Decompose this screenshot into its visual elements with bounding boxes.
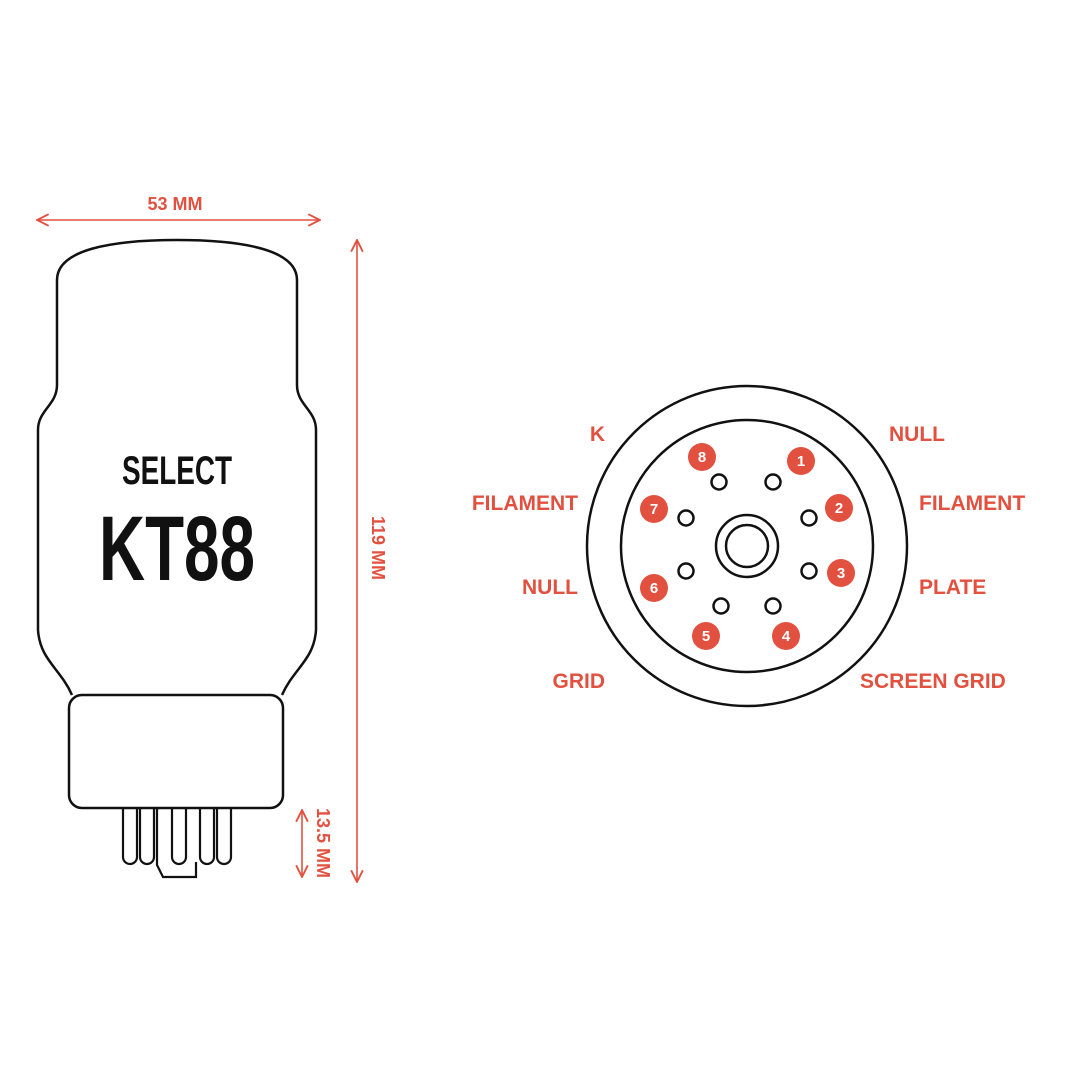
pin-hole-6 xyxy=(677,562,695,580)
pin-label-4: SCREEN GRID xyxy=(860,670,1006,693)
pin-label-3: PLATE xyxy=(919,576,986,599)
height-dimension-label: 119 MM xyxy=(368,516,388,580)
pin-label-8: K xyxy=(590,423,605,446)
tube-illustration xyxy=(36,238,318,879)
tube-model: KT88 xyxy=(99,498,255,600)
pin-badge-6: 6 xyxy=(640,574,668,602)
svg-text:1: 1 xyxy=(797,453,805,470)
svg-text:4: 4 xyxy=(782,628,791,645)
svg-text:8: 8 xyxy=(698,449,706,466)
pin-label-5: GRID xyxy=(553,670,606,693)
pin-badges: 1 2 3 4 5 6 7 8 xyxy=(640,443,855,650)
pin-hole-3 xyxy=(800,562,818,580)
svg-text:2: 2 xyxy=(835,500,843,517)
pin-badge-4: 4 xyxy=(772,622,800,650)
pin-badge-1: 1 xyxy=(787,447,815,475)
pin-label-6: NULL xyxy=(522,576,578,599)
pin-length-dimension-label: 13.5 MM xyxy=(313,808,333,878)
socket-outer-ring xyxy=(585,384,909,708)
pin-badge-7: 7 xyxy=(640,495,668,523)
pin-hole-7 xyxy=(677,509,695,527)
pin-hole-1 xyxy=(764,473,782,491)
pin-label-7: FILAMENT xyxy=(472,492,578,515)
tube-glass-envelope xyxy=(36,238,318,696)
pin-label-1: NULL xyxy=(889,423,945,446)
pin-badge-2: 2 xyxy=(825,494,853,522)
width-dimension-label: 53 MM xyxy=(147,194,202,214)
pin-badge-8: 8 xyxy=(688,443,716,471)
socket-pinout xyxy=(585,384,909,708)
socket-inner-ring xyxy=(619,418,875,674)
center-key-inner xyxy=(724,523,770,569)
pin-hole-2 xyxy=(800,509,818,527)
svg-text:6: 6 xyxy=(650,580,658,597)
tube-base xyxy=(67,693,285,810)
svg-text:7: 7 xyxy=(650,501,658,518)
pin-badge-3: 3 xyxy=(827,559,855,587)
pin-hole-8 xyxy=(710,473,728,491)
pin-label-2: FILAMENT xyxy=(919,492,1025,515)
tube-brand: SELECT xyxy=(122,449,232,493)
svg-text:3: 3 xyxy=(837,565,845,582)
pin-labels: NULL FILAMENT PLATE SCREEN GRID GRID NUL… xyxy=(472,423,1025,693)
pin-hole-5 xyxy=(712,597,730,615)
tube-pins xyxy=(121,808,233,879)
pin-badge-5: 5 xyxy=(692,622,720,650)
svg-text:5: 5 xyxy=(702,628,710,645)
pin-hole-4 xyxy=(764,597,782,615)
center-key-outer xyxy=(714,513,780,579)
